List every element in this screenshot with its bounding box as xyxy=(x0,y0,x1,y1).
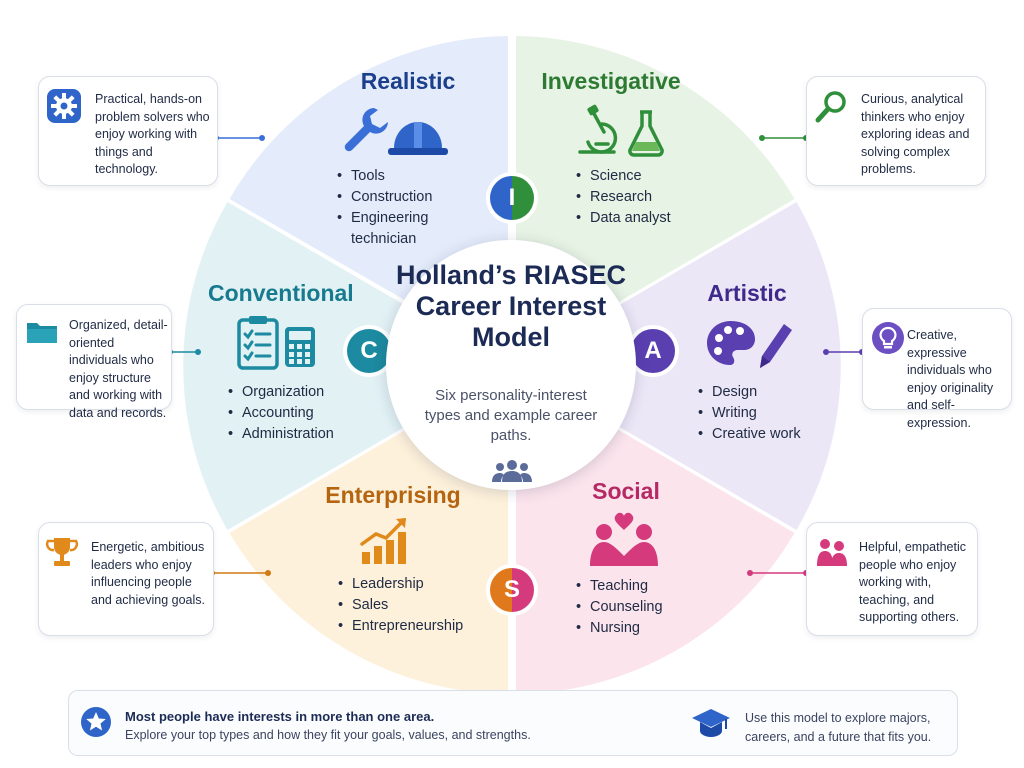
people-icon xyxy=(817,539,847,566)
enterprising-list: Leadership Sales Entrepreneurship xyxy=(338,574,468,637)
artistic-description: Creative, expressive individuals who enj… xyxy=(907,328,994,430)
conventional-description: Organized, detail-oriented individuals w… xyxy=(69,318,168,420)
list-item: Administration xyxy=(228,424,358,445)
realistic-list: Tools Construction Engineering technicia… xyxy=(337,166,447,250)
artistic-title: Artistic xyxy=(707,280,787,306)
social-list: Teaching Counseling Nursing xyxy=(576,576,686,639)
page-subtitle: Six personality-interest types and examp… xyxy=(424,387,598,444)
calculator-icon xyxy=(285,327,315,367)
investigative-badge: I xyxy=(490,176,534,220)
enterprising-description: Energetic, ambitious leaders who enjoy i… xyxy=(91,540,205,607)
artistic-badge: A xyxy=(631,329,675,373)
realistic-description: Practical, hands-on problem solvers who … xyxy=(95,92,210,176)
investigative-list: Science Research Data analyst xyxy=(576,166,696,229)
footer-lead: Most people have interests in more than … xyxy=(125,709,435,724)
group-icon xyxy=(492,460,532,482)
list-item: Entrepreneurship xyxy=(338,616,468,637)
graduation-cap-icon xyxy=(692,709,730,737)
list-item: Construction xyxy=(337,187,447,208)
footer-banner: Most people have interests in more than … xyxy=(68,690,958,756)
page-title: Holland’s RIASEC Career Interest Model xyxy=(395,260,627,352)
folder-icon xyxy=(27,323,57,343)
flask-icon xyxy=(628,110,664,157)
investigative-title: Investigative xyxy=(541,68,681,94)
conventional-list: Organization Accounting Administration xyxy=(228,382,358,445)
realistic-title: Realistic xyxy=(360,68,456,94)
list-item: Creative work xyxy=(698,424,818,445)
social-description: Helpful, empathetic people who enjoy wor… xyxy=(859,540,967,624)
list-item: Tools xyxy=(337,166,447,187)
investigative-description: Curious, analytical thinkers who enjoy e… xyxy=(861,92,970,176)
list-item: Nursing xyxy=(576,618,686,639)
realistic-card: Practical, hands-on problem solvers who … xyxy=(38,76,218,186)
list-item: Organization xyxy=(228,382,358,403)
conventional-title: Conventional xyxy=(208,280,354,306)
conventional-badge: C xyxy=(347,329,391,373)
enterprising-card: Energetic, ambitious leaders who enjoy i… xyxy=(38,522,214,636)
social-card: Helpful, empathetic people who enjoy wor… xyxy=(806,522,978,636)
growth-chart-icon xyxy=(360,518,406,564)
conventional-sector xyxy=(183,202,507,530)
enterprising-title: Enterprising xyxy=(325,482,461,508)
people-heart-icon xyxy=(590,512,658,566)
list-item: Accounting xyxy=(228,403,358,424)
list-item: Science xyxy=(576,166,696,187)
list-item: Teaching xyxy=(576,576,686,597)
footer-subtext: Explore your top types and how they fit … xyxy=(125,728,531,742)
clipboard-icon xyxy=(237,316,279,370)
footer-right-text: Use this model to explore majors, career… xyxy=(745,711,932,744)
conventional-card: Organized, detail-oriented individuals w… xyxy=(16,304,172,420)
center-circle: Holland’s RIASEC Career Interest Model S… xyxy=(386,240,636,490)
lightbulb-icon xyxy=(872,322,904,354)
trophy-icon xyxy=(45,538,79,566)
artistic-list: Design Writing Creative work xyxy=(698,382,818,445)
list-item: Data analyst xyxy=(576,208,696,229)
list-item: Sales xyxy=(338,595,468,616)
hard-hat-icon xyxy=(388,122,448,155)
palette-icon xyxy=(707,321,755,365)
list-item: Leadership xyxy=(338,574,468,595)
star-icon xyxy=(81,707,111,737)
microscope-icon xyxy=(578,104,618,154)
investigative-card: Curious, analytical thinkers who enjoy e… xyxy=(806,76,986,186)
pencil-icon xyxy=(760,324,792,368)
list-item: Design xyxy=(698,382,818,403)
magnifier-icon xyxy=(815,91,846,123)
artistic-sector xyxy=(518,202,841,530)
enterprising-badge: S xyxy=(490,568,534,612)
list-item: Research xyxy=(576,187,696,208)
artistic-card: Creative, expressive individuals who enj… xyxy=(862,308,1012,430)
list-item: Counseling xyxy=(576,597,686,618)
social-title: Social xyxy=(592,478,660,504)
list-item: Writing xyxy=(698,403,818,424)
list-item: Engineering technician xyxy=(337,208,447,250)
wrench-icon xyxy=(344,108,388,152)
gear-icon xyxy=(47,89,81,123)
